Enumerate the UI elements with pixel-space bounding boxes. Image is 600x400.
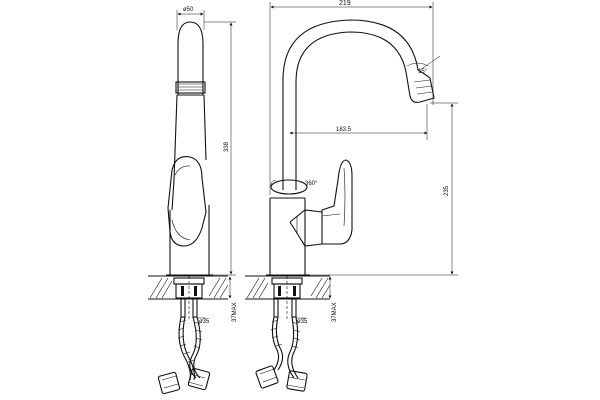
front-height-label: 338 <box>224 141 230 152</box>
spout-diameter-label: ø50 <box>183 7 194 13</box>
spout-height-label: 235 <box>444 185 450 196</box>
spout-height-dimension: 235 <box>310 102 458 276</box>
rotation-label: 360° <box>305 181 318 187</box>
front-hose-nut-right <box>187 367 211 391</box>
front-mount-hole-label: ø35 <box>199 319 210 325</box>
side-body <box>266 197 323 276</box>
total-width-dimension: 219 <box>269 0 434 195</box>
spout-angle-dimension: 15° <box>406 55 441 75</box>
front-mount-dimensions: ø35 37MAX <box>197 276 238 325</box>
front-hose-nut-left <box>157 371 181 395</box>
total-width-label: 219 <box>339 0 351 7</box>
front-lever <box>167 155 207 247</box>
side-mount-hole-label: ø35 <box>297 319 308 325</box>
reach-label: 183.5 <box>336 127 352 133</box>
side-view: 219 15° 183.5 360° <box>245 0 458 392</box>
rotation-indicator: 360° <box>270 179 318 195</box>
spout-angle-label: 15° <box>418 69 428 75</box>
front-max-deck-label: 37MAX <box>232 302 238 322</box>
front-view: ø50 338 <box>148 7 238 395</box>
side-lever <box>321 159 353 245</box>
side-countertop <box>245 275 331 320</box>
side-mount-dimensions: ø35 37MAX <box>296 276 338 325</box>
front-base <box>166 205 213 276</box>
front-hoses <box>157 316 211 395</box>
side-hoses <box>255 316 308 392</box>
side-hose-nut-right <box>286 370 308 392</box>
front-countertop <box>148 275 229 320</box>
side-max-deck-label: 37MAX <box>332 302 338 322</box>
side-spout <box>282 19 435 190</box>
reach-dimension: 183.5 <box>289 104 428 140</box>
spout-diameter-dimension: ø50 <box>176 7 205 30</box>
side-hose-nut-left <box>255 365 279 389</box>
front-height-dimension: 338 <box>204 21 236 276</box>
front-spout <box>171 21 207 211</box>
